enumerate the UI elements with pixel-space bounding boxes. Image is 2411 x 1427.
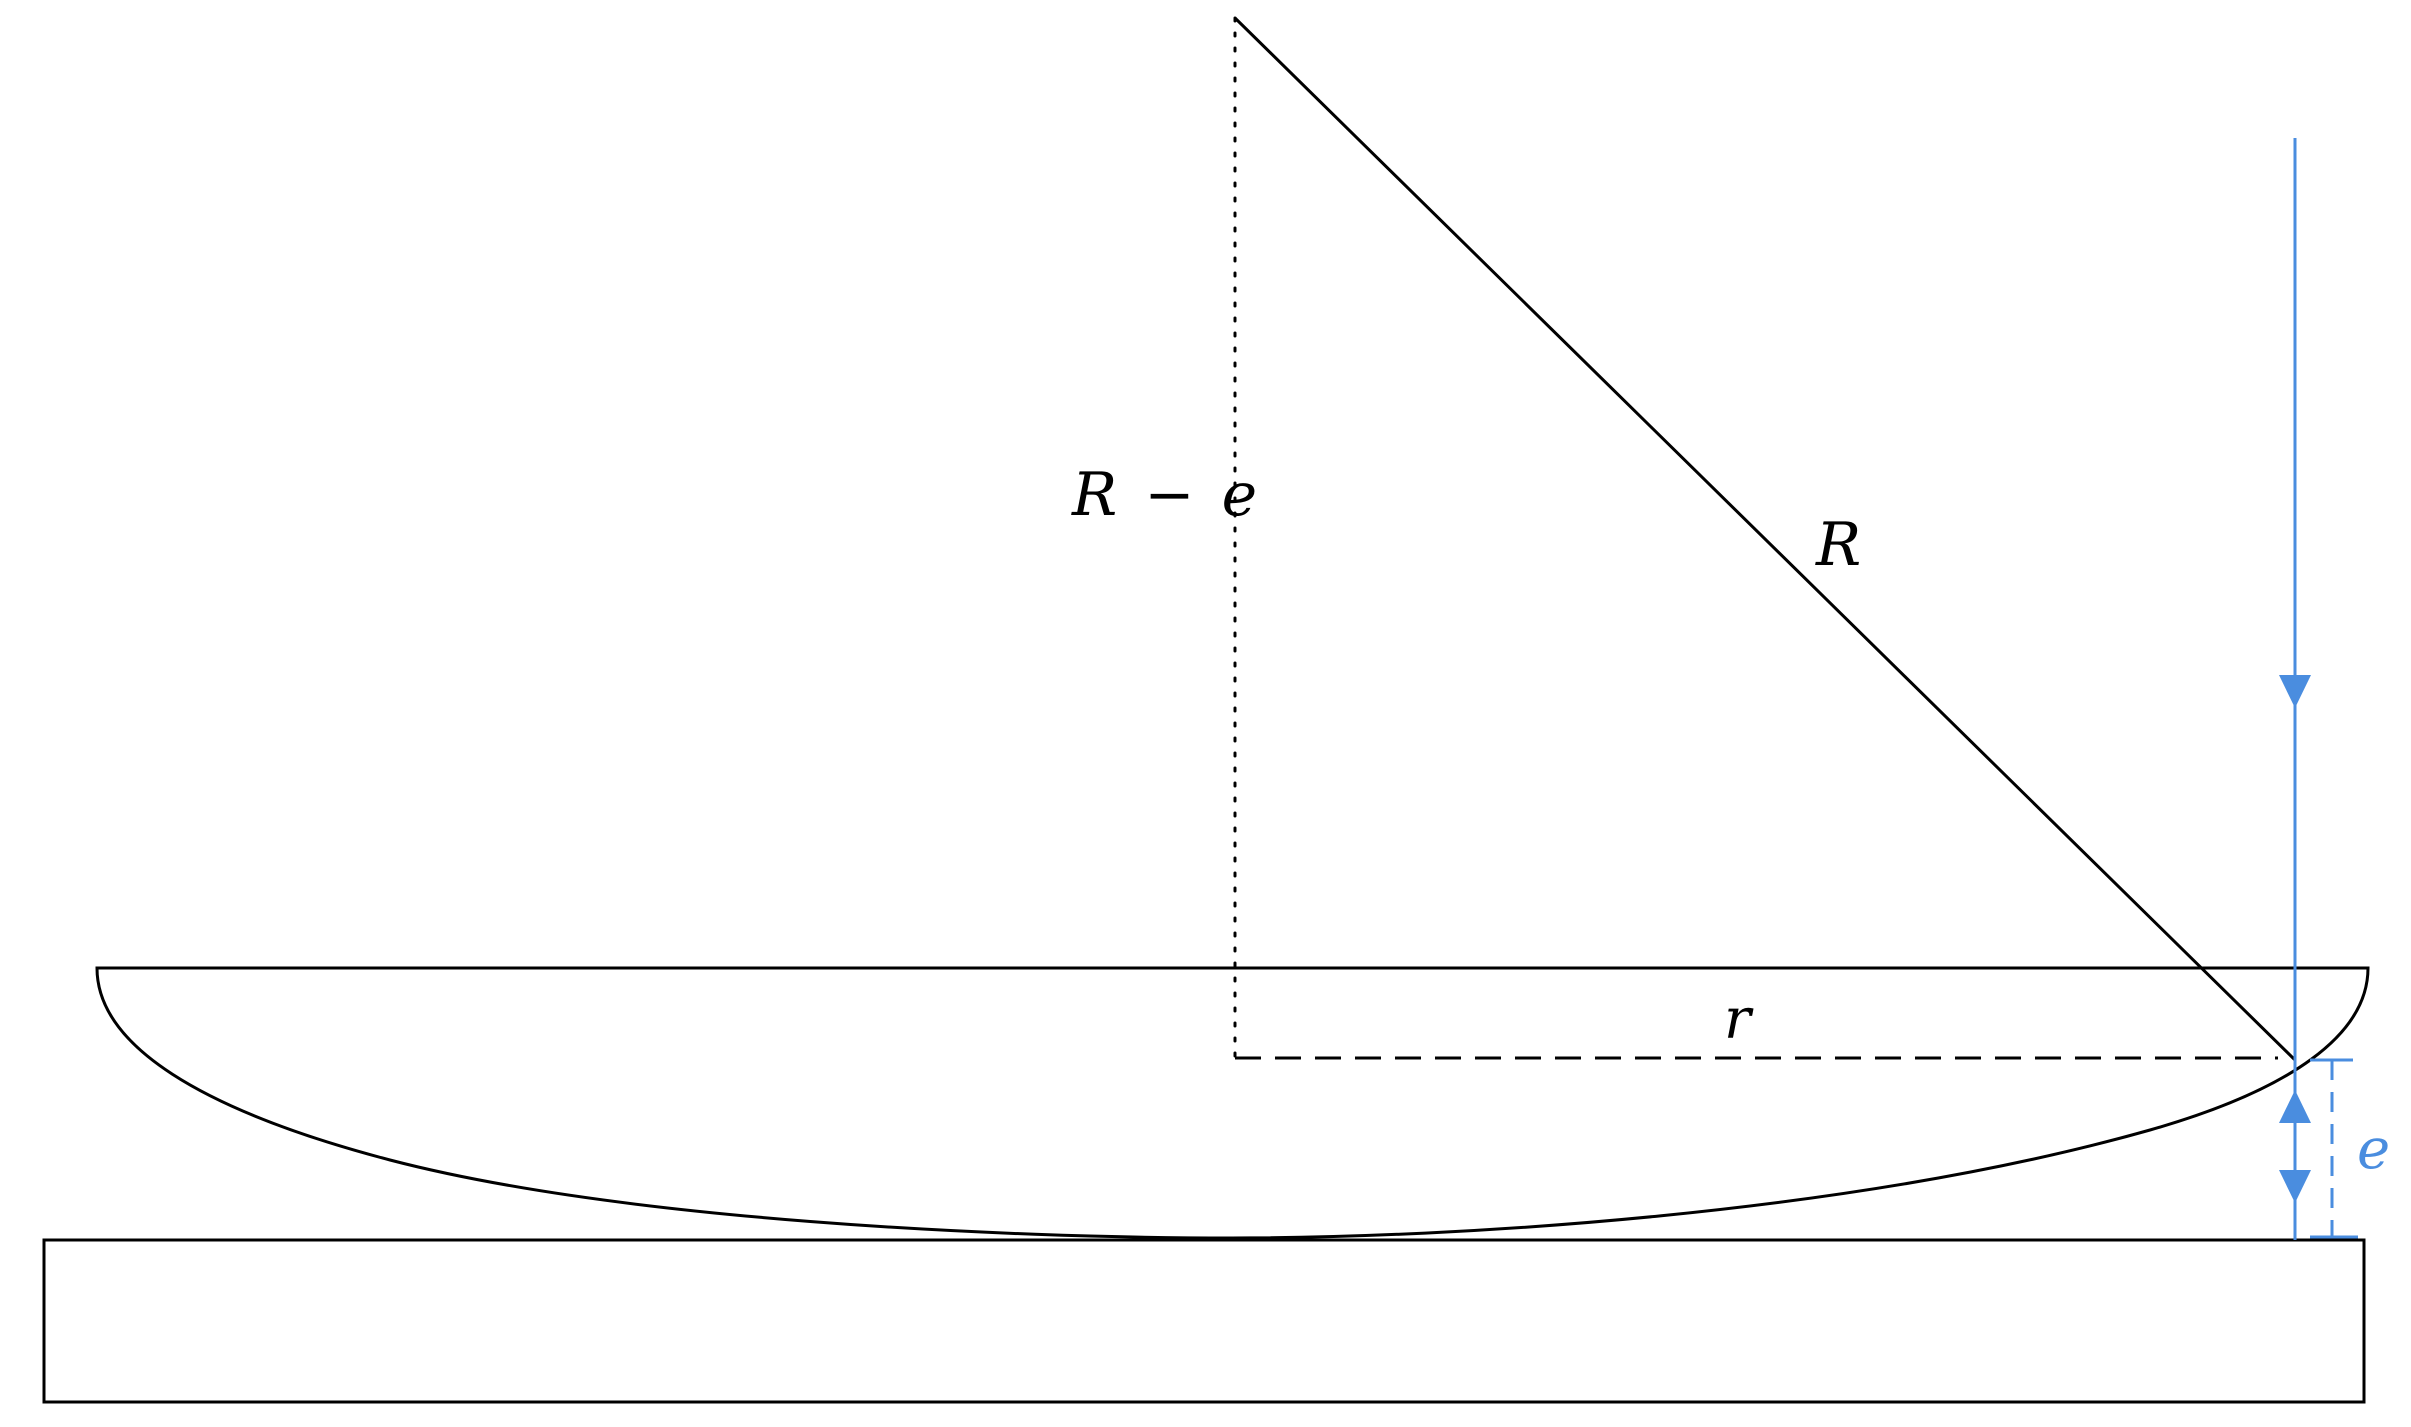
label-radius: R bbox=[1815, 510, 1861, 580]
radius-line bbox=[1233, 16, 2297, 1062]
label-r-minus-e-e: e bbox=[1222, 460, 1258, 530]
ray-down-arrow-lower-icon bbox=[2279, 1170, 2311, 1203]
label-r-minus-e-minus: − bbox=[1144, 460, 1194, 530]
ray-down-arrow-icon bbox=[2279, 675, 2311, 708]
glass-plate bbox=[42, 1238, 2366, 1404]
ray-up-arrow-icon bbox=[2279, 1090, 2311, 1123]
label-r-minus-e-r: R bbox=[1071, 460, 1117, 530]
label-small-r: r bbox=[1724, 987, 1754, 1052]
label-thickness: e bbox=[2357, 1117, 2390, 1182]
plano-convex-lens bbox=[95, 966, 2370, 1240]
label-r-minus-e: R − e bbox=[1071, 460, 1257, 530]
